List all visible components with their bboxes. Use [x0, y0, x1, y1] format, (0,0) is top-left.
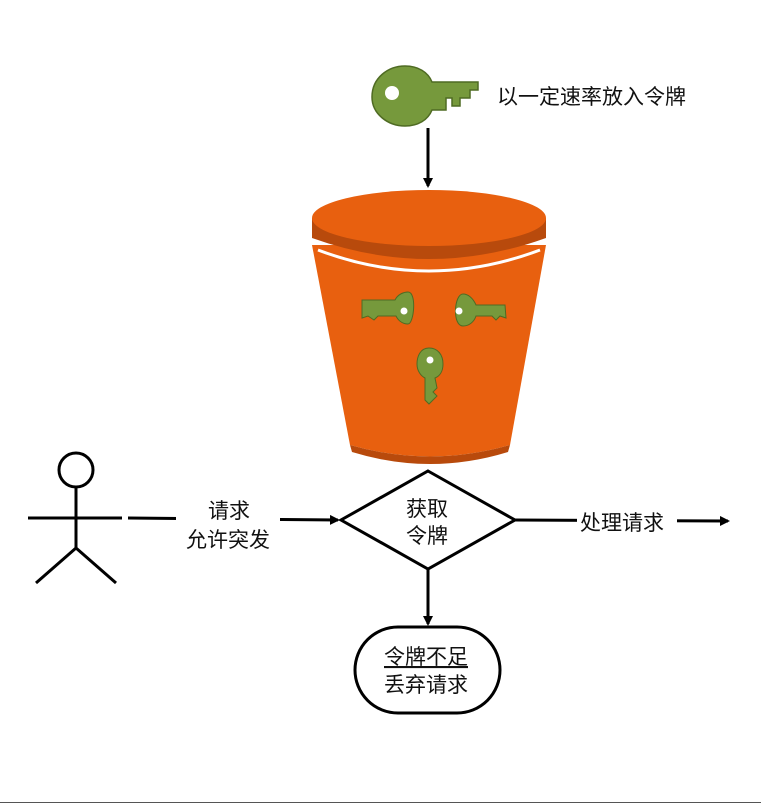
big-key-icon	[371, 65, 479, 127]
drop-request-label: 丢弃请求	[384, 673, 468, 697]
refill-rate-label: 以一定速率放入令牌	[497, 85, 686, 109]
request-label: 请求	[208, 499, 250, 523]
reject-terminator	[353, 625, 502, 715]
bottom-divider	[0, 802, 761, 803]
decision-label-line2: 令牌	[406, 524, 448, 548]
key-icon	[455, 293, 507, 327]
burst-label: 允许突发	[186, 528, 270, 552]
insufficient-token-label: 令牌不足	[384, 645, 468, 669]
key-icon	[416, 347, 444, 405]
user-icon	[28, 451, 122, 585]
bucket-icon	[312, 190, 546, 464]
decision-label-line1: 获取	[406, 497, 448, 521]
request-label-bg	[176, 496, 280, 556]
key-icon	[361, 291, 415, 325]
process-label-bg	[577, 505, 677, 535]
process-request-label: 处理请求	[580, 511, 664, 535]
